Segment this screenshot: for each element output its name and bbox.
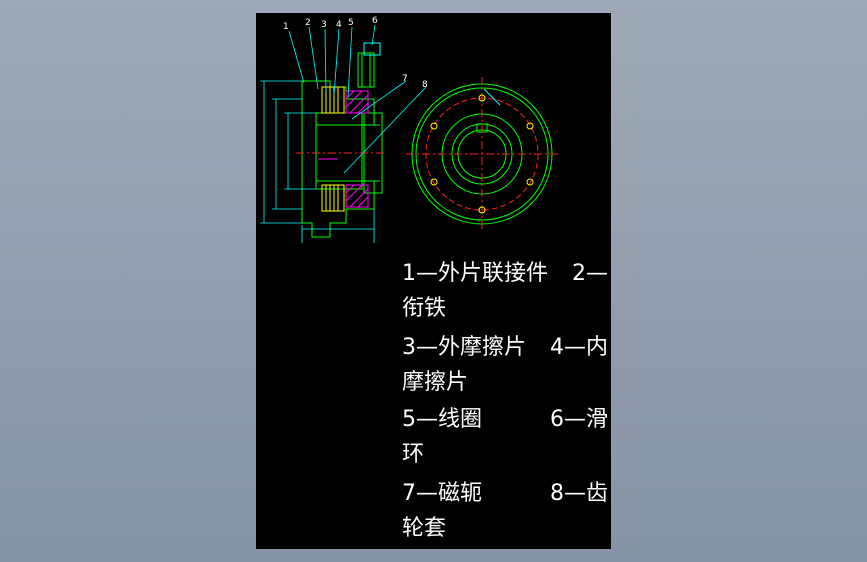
legend-1-right: 2— — [572, 261, 608, 286]
legend-row-2: 3—外摩擦片 4—内 — [402, 331, 608, 365]
callout-5: 5 — [348, 18, 354, 28]
callout-1: 1 — [283, 22, 289, 32]
dimensions — [260, 80, 375, 243]
callout-3: 3 — [321, 20, 327, 30]
hatch-bottom — [345, 184, 369, 208]
legend-2-cont: 摩擦片 — [402, 370, 469, 395]
callout-2: 2 — [305, 18, 311, 28]
callout-7: 7 — [402, 74, 408, 84]
cad-drawing: 1 2 3 4 5 6 7 8 — [260, 16, 558, 243]
legend-row-3: 5—线圈 6—滑 — [402, 403, 608, 437]
legend-row-1: 1—外片联接件 2— — [402, 257, 608, 291]
section-mark — [483, 88, 501, 106]
yoke-top — [345, 90, 369, 114]
drawing-sheet: 1 2 3 4 5 6 7 8 — [256, 13, 611, 549]
legend-4-right: 8—齿 — [550, 481, 608, 506]
bore-outline — [315, 112, 363, 190]
leaders — [288, 24, 427, 174]
legend-3-left: 5—线圈 — [402, 407, 482, 432]
slip-ring — [357, 52, 375, 88]
callout-6: 6 — [372, 16, 378, 26]
callout-8: 8 — [422, 80, 428, 90]
yoke-bottom — [345, 184, 369, 208]
legend-row-4: 7—磁轭 8—齿 — [402, 477, 608, 511]
legend-4-cont: 轮套 — [402, 516, 447, 541]
legend-4-left: 7—磁轭 — [402, 481, 482, 506]
callout-labels: 1 2 3 4 5 6 7 8 — [283, 16, 428, 90]
legend-2-left: 3—外摩擦片 — [402, 335, 526, 360]
bolt-holes — [430, 94, 534, 214]
legend-3-right: 6—滑 — [550, 407, 608, 432]
friction-pack-top — [321, 86, 345, 114]
legend-1-cont: 衔铁 — [402, 296, 447, 321]
callout-4: 4 — [336, 20, 342, 30]
section-view — [296, 42, 384, 238]
hatch-top — [345, 90, 369, 114]
friction-pack-bottom — [321, 184, 345, 212]
legend-1-left: 1—外片联接件 — [402, 261, 548, 286]
legend-2-right: 4—内 — [550, 335, 608, 360]
legend-3-cont: 环 — [402, 442, 425, 467]
end-view — [406, 77, 558, 231]
